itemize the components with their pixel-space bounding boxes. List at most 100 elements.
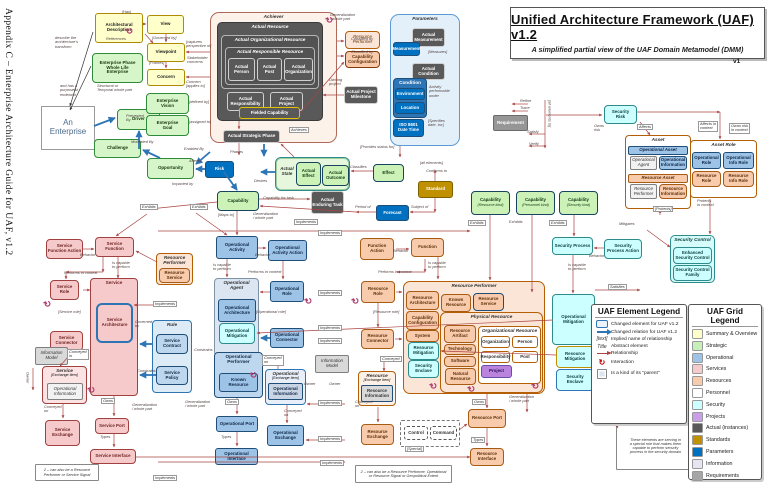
actual-resource-group-label: Actual Resource (251, 24, 289, 29)
grid-legend-swatch (692, 352, 703, 363)
resource-port-label: Resource Port (471, 415, 502, 421)
relationship-label: Owner (304, 381, 316, 386)
grid-legend-swatch (692, 329, 703, 339)
operational-exchange: Operational Exchange (267, 425, 304, 446)
grid-legend-swatch (692, 423, 703, 434)
relationship-label: Conveyed in (67, 349, 89, 360)
service-interface: Service Interface (90, 449, 136, 464)
software: Software (444, 356, 476, 367)
service-exchange: Service Exchange (45, 420, 80, 446)
resource-performer-service-label: Resource Performer (163, 255, 186, 266)
enhanced-security-control: Enhanced Security Control (673, 247, 712, 264)
grid-legend-item: Standards (692, 435, 758, 446)
resource-interface: Resource Interface (470, 448, 504, 466)
interaction-loop-icon: ↻ (350, 294, 362, 308)
actual-responsible-resource-label: Actual Responsible Resource (236, 49, 304, 54)
actual-measurement: Actual Measurement (412, 28, 445, 47)
relationship-label: Subject of (411, 204, 429, 209)
operational-activity-action-label: Operational Activity Action (272, 244, 303, 255)
actual-effect: Actual Effect (296, 162, 321, 186)
relationship-label: [captures perspective of] (186, 39, 212, 49)
security-process-action-label: Security Process Action (607, 243, 639, 253)
actual-measurement-label: Actual Measurement (414, 31, 443, 42)
grid-legend-swatch (692, 376, 703, 387)
uaf-element-legend-title: UAF Element Legend (595, 307, 683, 318)
service-policy: Service Policy (156, 366, 188, 385)
ar-resource-role-label: Resource Role (696, 173, 717, 183)
operational-role-label: Operational Role (274, 285, 300, 296)
concern: Concern (147, 69, 185, 86)
relationship-label: Classifies (350, 164, 367, 169)
grid-legend-item: Strategic (692, 340, 758, 351)
grid-legend-item-label: Requirements (706, 472, 739, 479)
actual-project-milestone: Actual Project Milestone (344, 86, 378, 104)
operational-connector-label: Operational Connector (274, 332, 300, 342)
service-role-label: Service Role (56, 284, 73, 294)
capability-resource-kind: Capability(Resource kind) (471, 191, 510, 215)
capability-configuration-tag: Capability Configuration (345, 51, 380, 68)
relationship-label: Presented By (126, 113, 144, 123)
capability-security-kind-label: Capability (568, 197, 589, 203)
relationship-label: [assigned to] (189, 119, 212, 124)
resource-performer-tag-label: Resource Performer (352, 34, 373, 44)
function-action: Function Action (360, 238, 394, 260)
relationship-label: Governed by (135, 319, 153, 329)
capability: Capability (217, 191, 259, 211)
effect-label: Effect (382, 169, 395, 175)
iso-8601-date-time: ISO 8601 Date Time (393, 119, 424, 137)
asset-resource-performer-label: Resource Performer (633, 185, 654, 196)
relationship-label: Verify (529, 141, 539, 146)
security-control-label: Security Control (674, 237, 711, 242)
grid-legend-item: Services (692, 364, 758, 375)
grid-legend-item-label: Actual (instances) (706, 425, 749, 432)
resource-mitigation: Resource Mitigation (408, 342, 439, 360)
grid-legend-swatch (692, 340, 703, 351)
location-label: Location (400, 104, 420, 110)
element-legend-item: Is a kind of its "parent" (595, 368, 683, 379)
ar-resource-role: Resource Role (692, 171, 721, 187)
operational-mitigation-label: Operational Mitigation (561, 313, 586, 324)
resource-mitigation-2: Resource Mitigation (556, 346, 594, 368)
service-contract-label: Service Contract (162, 338, 182, 348)
grid-legend-item-label: Projects (706, 413, 726, 420)
resource-asset-header-label: Resource Asset (641, 175, 675, 181)
security-note: These elements are serving in a special … (616, 422, 695, 470)
relationship-label: Implements (318, 325, 343, 332)
relationship-label: Owns (101, 398, 115, 405)
ar-operational-role: Operational Role (692, 152, 721, 169)
relationship-label: Performs in context (248, 269, 282, 274)
operational-activity: Operational Activity (216, 236, 258, 259)
relationship-label: [Frames] (149, 60, 165, 65)
relationship-label: Satisfies (608, 284, 627, 291)
relationship-label: Phases (230, 149, 243, 154)
relationship-label: Generalization / whole part (253, 211, 279, 221)
grid-legend-item: Actual (instances) (692, 423, 758, 434)
ar-operational-info-role: Operational Info Role (723, 152, 754, 169)
grid-legend-item: Summary & Overview (692, 329, 758, 339)
environment: Environment (395, 88, 425, 100)
service-function-label: Service Function (105, 241, 124, 251)
relationship-label: Stakeholder concerns (187, 55, 208, 65)
service-contract: Service Contract (156, 334, 188, 354)
information-model-service: Information Model (35, 347, 68, 365)
fielded-capability-label: Fielded Capability (250, 109, 289, 115)
relationship-label: Behavior (255, 252, 271, 257)
actual-strategic-phase-label: Actual Strategic Phase (227, 133, 276, 139)
technology: Technology (444, 344, 476, 355)
grid-legend-item-label: Personnel (706, 389, 730, 396)
grid-legend-item: Resources (692, 376, 758, 387)
relationship-label: Exhibits (140, 204, 158, 211)
element-legend-item-label: Changed element for UAF v1.2 (611, 321, 679, 327)
footnote-resources: 2 – can also be a Resource Performer, Op… (355, 465, 452, 483)
op-known-resource-label: Known Resource (228, 376, 249, 387)
element-legend-item-label: Abstract element (611, 344, 648, 350)
relationship-label: Implements (318, 230, 343, 237)
security-process: Security Process (552, 237, 593, 255)
viewpoint: Viewpoint (147, 43, 185, 62)
asset-operational-information: Operational Information (659, 156, 687, 170)
interaction-loop-icon: ↻ (303, 294, 315, 308)
grid-legend-item-label: Security (706, 401, 726, 408)
relationship-label: Impacted by (172, 181, 194, 186)
capability-security-kind-sublabel: (Security kind) (566, 203, 591, 208)
relationship-label: Conforms to (426, 168, 448, 173)
